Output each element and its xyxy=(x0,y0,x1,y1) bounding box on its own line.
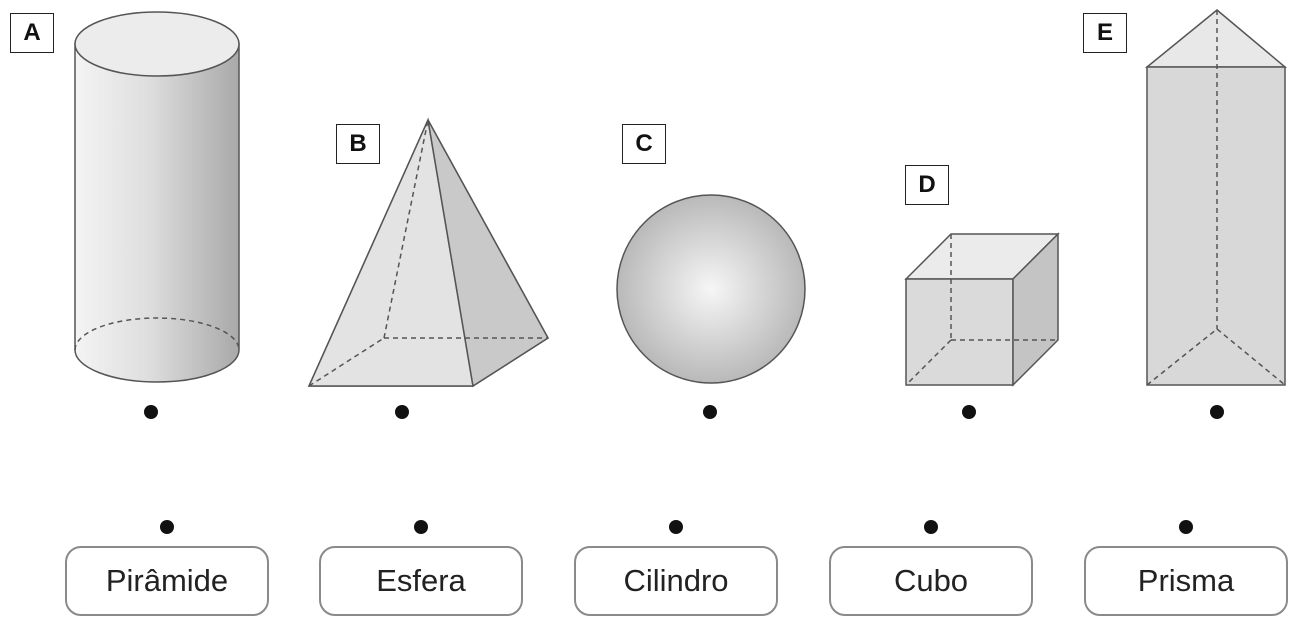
name-box-cylinder: Cilindro xyxy=(574,546,778,616)
prism-figure xyxy=(1144,9,1288,386)
figure-label-b: B xyxy=(336,124,380,164)
cube-figure xyxy=(904,232,1060,387)
figure-label-d: D xyxy=(905,165,949,205)
name-box-sphere: Esfera xyxy=(319,546,523,616)
name-cube-dot[interactable] xyxy=(924,520,938,534)
figure-label-a: A xyxy=(10,13,54,53)
figure-b-dot[interactable] xyxy=(395,405,409,419)
name-box-prism: Prisma xyxy=(1084,546,1288,616)
name-box-cube: Cubo xyxy=(829,546,1033,616)
figure-label-c: C xyxy=(622,124,666,164)
figure-c-dot[interactable] xyxy=(703,405,717,419)
cylinder-figure xyxy=(74,11,240,383)
name-sphere-dot[interactable] xyxy=(414,520,428,534)
name-cylinder-dot[interactable] xyxy=(669,520,683,534)
sphere-figure xyxy=(616,194,806,384)
figure-d-dot[interactable] xyxy=(962,405,976,419)
figure-label-e: E xyxy=(1083,13,1127,53)
pyramid-figure xyxy=(307,117,549,388)
name-box-pyramid: Pirâmide xyxy=(65,546,269,616)
figure-a-dot[interactable] xyxy=(144,405,158,419)
name-pyramid-dot[interactable] xyxy=(160,520,174,534)
name-prism-dot[interactable] xyxy=(1179,520,1193,534)
figure-e-dot[interactable] xyxy=(1210,405,1224,419)
